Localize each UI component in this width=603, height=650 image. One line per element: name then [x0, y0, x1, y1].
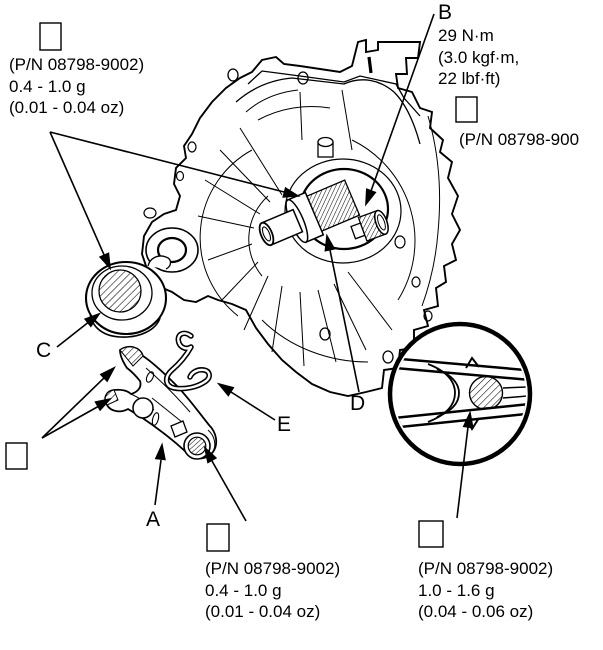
release-fork — [104, 345, 218, 460]
grease-symbol-fork-fingers — [5, 442, 28, 470]
part-label-b: B — [438, 1, 453, 24]
grease-symbol-top-left — [39, 22, 62, 51]
release-fork-spring — [163, 330, 212, 392]
guide-peg — [317, 136, 334, 158]
leader-lines — [41, 13, 474, 522]
mounting-bolt — [350, 209, 389, 242]
grease-quantity: 0.4 - 1.0 g — [205, 580, 282, 600]
grease-point-ball — [468, 375, 504, 411]
part-label-a: A — [146, 508, 161, 531]
grease-quantity: 0.4 - 1.0 g — [9, 76, 86, 96]
part-number: (P/N 08798-9002) — [9, 55, 145, 74]
part-number: (P/N 08798-9002) — [205, 559, 341, 578]
release-bearing — [84, 255, 172, 338]
part-label-c: C — [36, 339, 52, 362]
grease-callout-bottom-center: (P/N 08798-9002) 0.4 - 1.0 g (0.01 - 0.0… — [205, 558, 340, 623]
grease-quantity-oz: (0.01 - 0.04 oz) — [9, 98, 125, 117]
part-label-e: E — [277, 413, 292, 436]
fork-pivot-detail-inset — [387, 321, 533, 467]
grease-symbol-right — [455, 96, 478, 123]
input-shaft — [258, 179, 361, 247]
grease-symbol-bottom-center — [206, 523, 230, 552]
torque-callout-b: B 29 N·m (3.0 kgf·m, 22 lbf·ft) — [438, 1, 519, 90]
housing-ribs — [197, 115, 441, 367]
grease-callout-right: (P/N 08798-900 — [459, 129, 603, 151]
part-number: (P/N 08798-900 — [459, 130, 580, 149]
part-label-d: D — [350, 392, 366, 415]
torque-lbfft: 22 lbf·ft) — [438, 69, 501, 88]
grease-quantity-oz: (0.04 - 0.06 oz) — [418, 602, 534, 621]
part-number: (P/N 08798-9002) — [418, 559, 554, 578]
grease-quantity: 1.0 - 1.6 g — [418, 580, 495, 600]
torque-nm: 29 N·m — [438, 26, 494, 45]
grease-quantity-oz: (0.01 - 0.04 oz) — [205, 602, 321, 621]
grease-symbol-bottom-right — [418, 520, 444, 548]
grease-callout-top-left: (P/N 08798-9002) 0.4 - 1.0 g (0.01 - 0.0… — [9, 54, 144, 119]
torque-kgfm: (3.0 kgf·m, — [438, 47, 520, 67]
grease-callout-bottom-right: (P/N 08798-9002) 1.0 - 1.6 g (0.04 - 0.0… — [418, 558, 553, 623]
